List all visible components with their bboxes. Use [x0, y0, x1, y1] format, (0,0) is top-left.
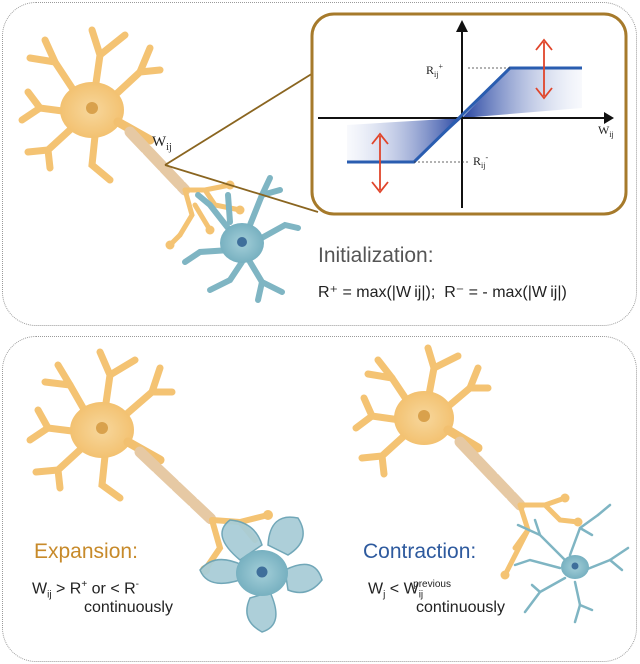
axon [124, 126, 191, 196]
initialization-formula: R⁺ = max(|W ij|); R⁻ = - max(|W ij|) [318, 282, 567, 302]
lower-bound-arrow [371, 132, 389, 194]
expansion-condition: Wij > R+ or < R- [32, 579, 140, 601]
postsynaptic-neuron-contraction [513, 503, 630, 624]
axon-terminals [167, 182, 243, 248]
postsynaptic-neuron-top [182, 175, 301, 303]
inset-graph [310, 12, 628, 216]
contraction-continuously: continuously [416, 599, 505, 616]
upper-shaded-region [462, 68, 582, 118]
postsynaptic-neuron-expansion [199, 516, 323, 633]
inset-x-axis-label: Wij [598, 123, 614, 139]
synapse-weight-label: Wij [152, 134, 172, 153]
inset-lower-bound-label: Rij- [473, 153, 488, 170]
presynaptic-neuron-contraction [352, 344, 583, 580]
r-minus-formula: R⁻ = - max(|W ij|) [444, 284, 567, 301]
r-plus-formula: R⁺ = max(|W ij|); [318, 284, 436, 301]
nucleus [86, 102, 98, 114]
upper-bound-arrow [535, 38, 553, 100]
initialization-title: Initialization: [318, 244, 434, 267]
lower-shaded-region [347, 118, 462, 162]
contraction-condition: Wj < Wijprevious [368, 579, 451, 601]
zoom-lines [164, 69, 319, 213]
presynaptic-neuron-top [18, 26, 245, 250]
inset-upper-bound-label: Rij+ [426, 62, 443, 79]
expansion-title: Expansion: [34, 540, 138, 563]
expansion-continuously: continuously [84, 599, 173, 616]
contraction-title: Contraction: [363, 540, 477, 563]
